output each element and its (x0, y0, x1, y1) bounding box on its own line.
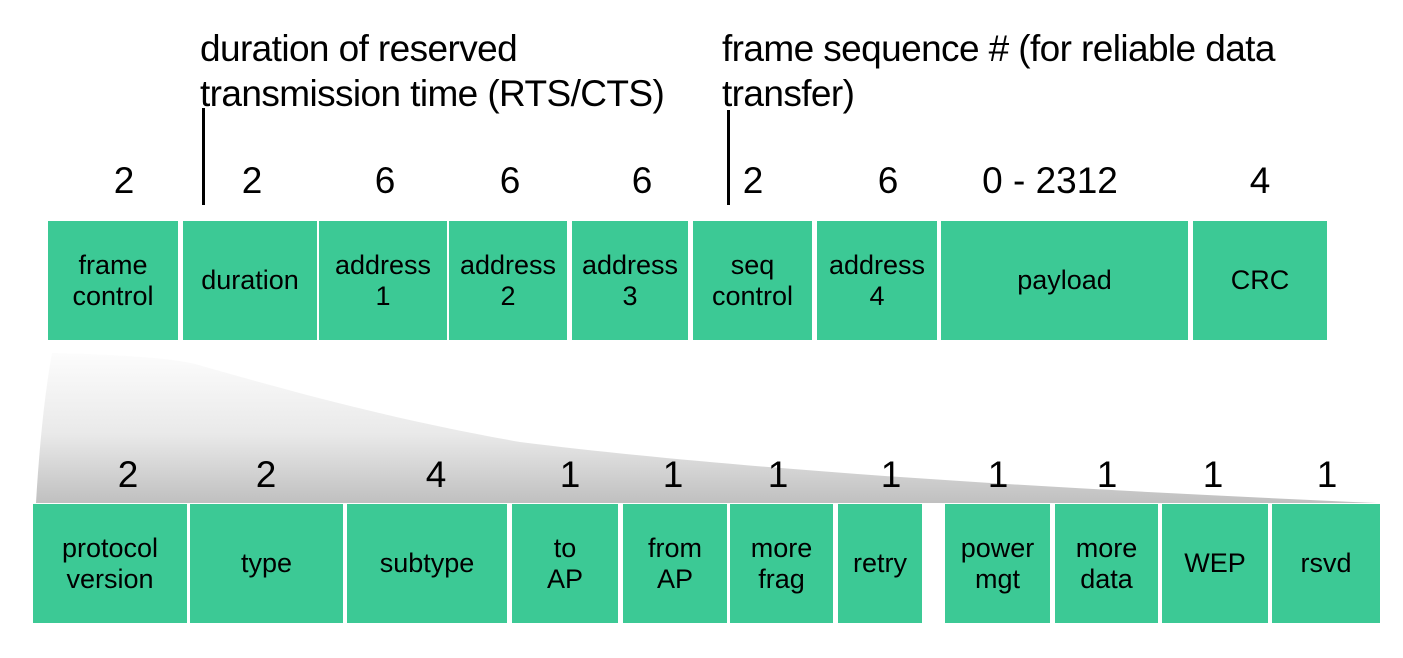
size-address-2: 6 (499, 160, 521, 201)
size-address-1: 6 (374, 160, 396, 201)
annotation-line-duration (202, 108, 205, 205)
field-rsvd: rsvd (1272, 504, 1380, 623)
field-address-2: address 2 (449, 221, 567, 340)
field-frame-control: frame control (48, 221, 178, 340)
field-type: type (190, 504, 343, 623)
annotation-sequence: frame sequence # (for reliable data tran… (722, 28, 1275, 114)
size-crc: 4 (1249, 160, 1271, 201)
annotation-duration: duration of reserved transmission time (… (200, 28, 665, 114)
size-address-4: 6 (877, 160, 899, 201)
field-crc: CRC (1193, 221, 1327, 340)
field-payload: payload (941, 221, 1188, 340)
size-payload: 0 - 2312 (982, 160, 1118, 201)
size-power-mgt: 1 (987, 454, 1009, 495)
size-retry: 1 (880, 454, 902, 495)
size-more-data: 1 (1096, 454, 1118, 495)
size-wep: 1 (1202, 454, 1224, 495)
field-retry: retry (838, 504, 922, 623)
size-from-ap: 1 (662, 454, 684, 495)
size-type: 2 (255, 454, 277, 495)
field-seq-control: seq control (693, 221, 812, 340)
annotation-line-sequence (727, 110, 730, 205)
field-more-frag: more frag (730, 504, 833, 623)
size-subtype: 4 (425, 454, 447, 495)
field-address-1: address 1 (319, 221, 447, 340)
field-from-ap: from AP (623, 504, 727, 623)
size-more-frag: 1 (767, 454, 789, 495)
field-address-4: address 4 (817, 221, 937, 340)
field-wep: WEP (1162, 504, 1268, 623)
size-frame-control: 2 (113, 160, 135, 201)
field-to-ap: to AP (512, 504, 618, 623)
field-address-3: address 3 (572, 221, 688, 340)
field-power-mgt: power mgt (945, 504, 1050, 623)
size-duration: 2 (241, 160, 263, 201)
field-more-data: more data (1055, 504, 1158, 623)
size-to-ap: 1 (559, 454, 581, 495)
size-seq-control: 2 (742, 160, 764, 201)
size-protocol-version: 2 (117, 454, 139, 495)
field-subtype: subtype (347, 504, 507, 623)
field-protocol-version: protocol version (33, 504, 187, 623)
size-rsvd: 1 (1316, 454, 1338, 495)
field-duration: duration (183, 221, 317, 340)
size-address-3: 6 (631, 160, 653, 201)
